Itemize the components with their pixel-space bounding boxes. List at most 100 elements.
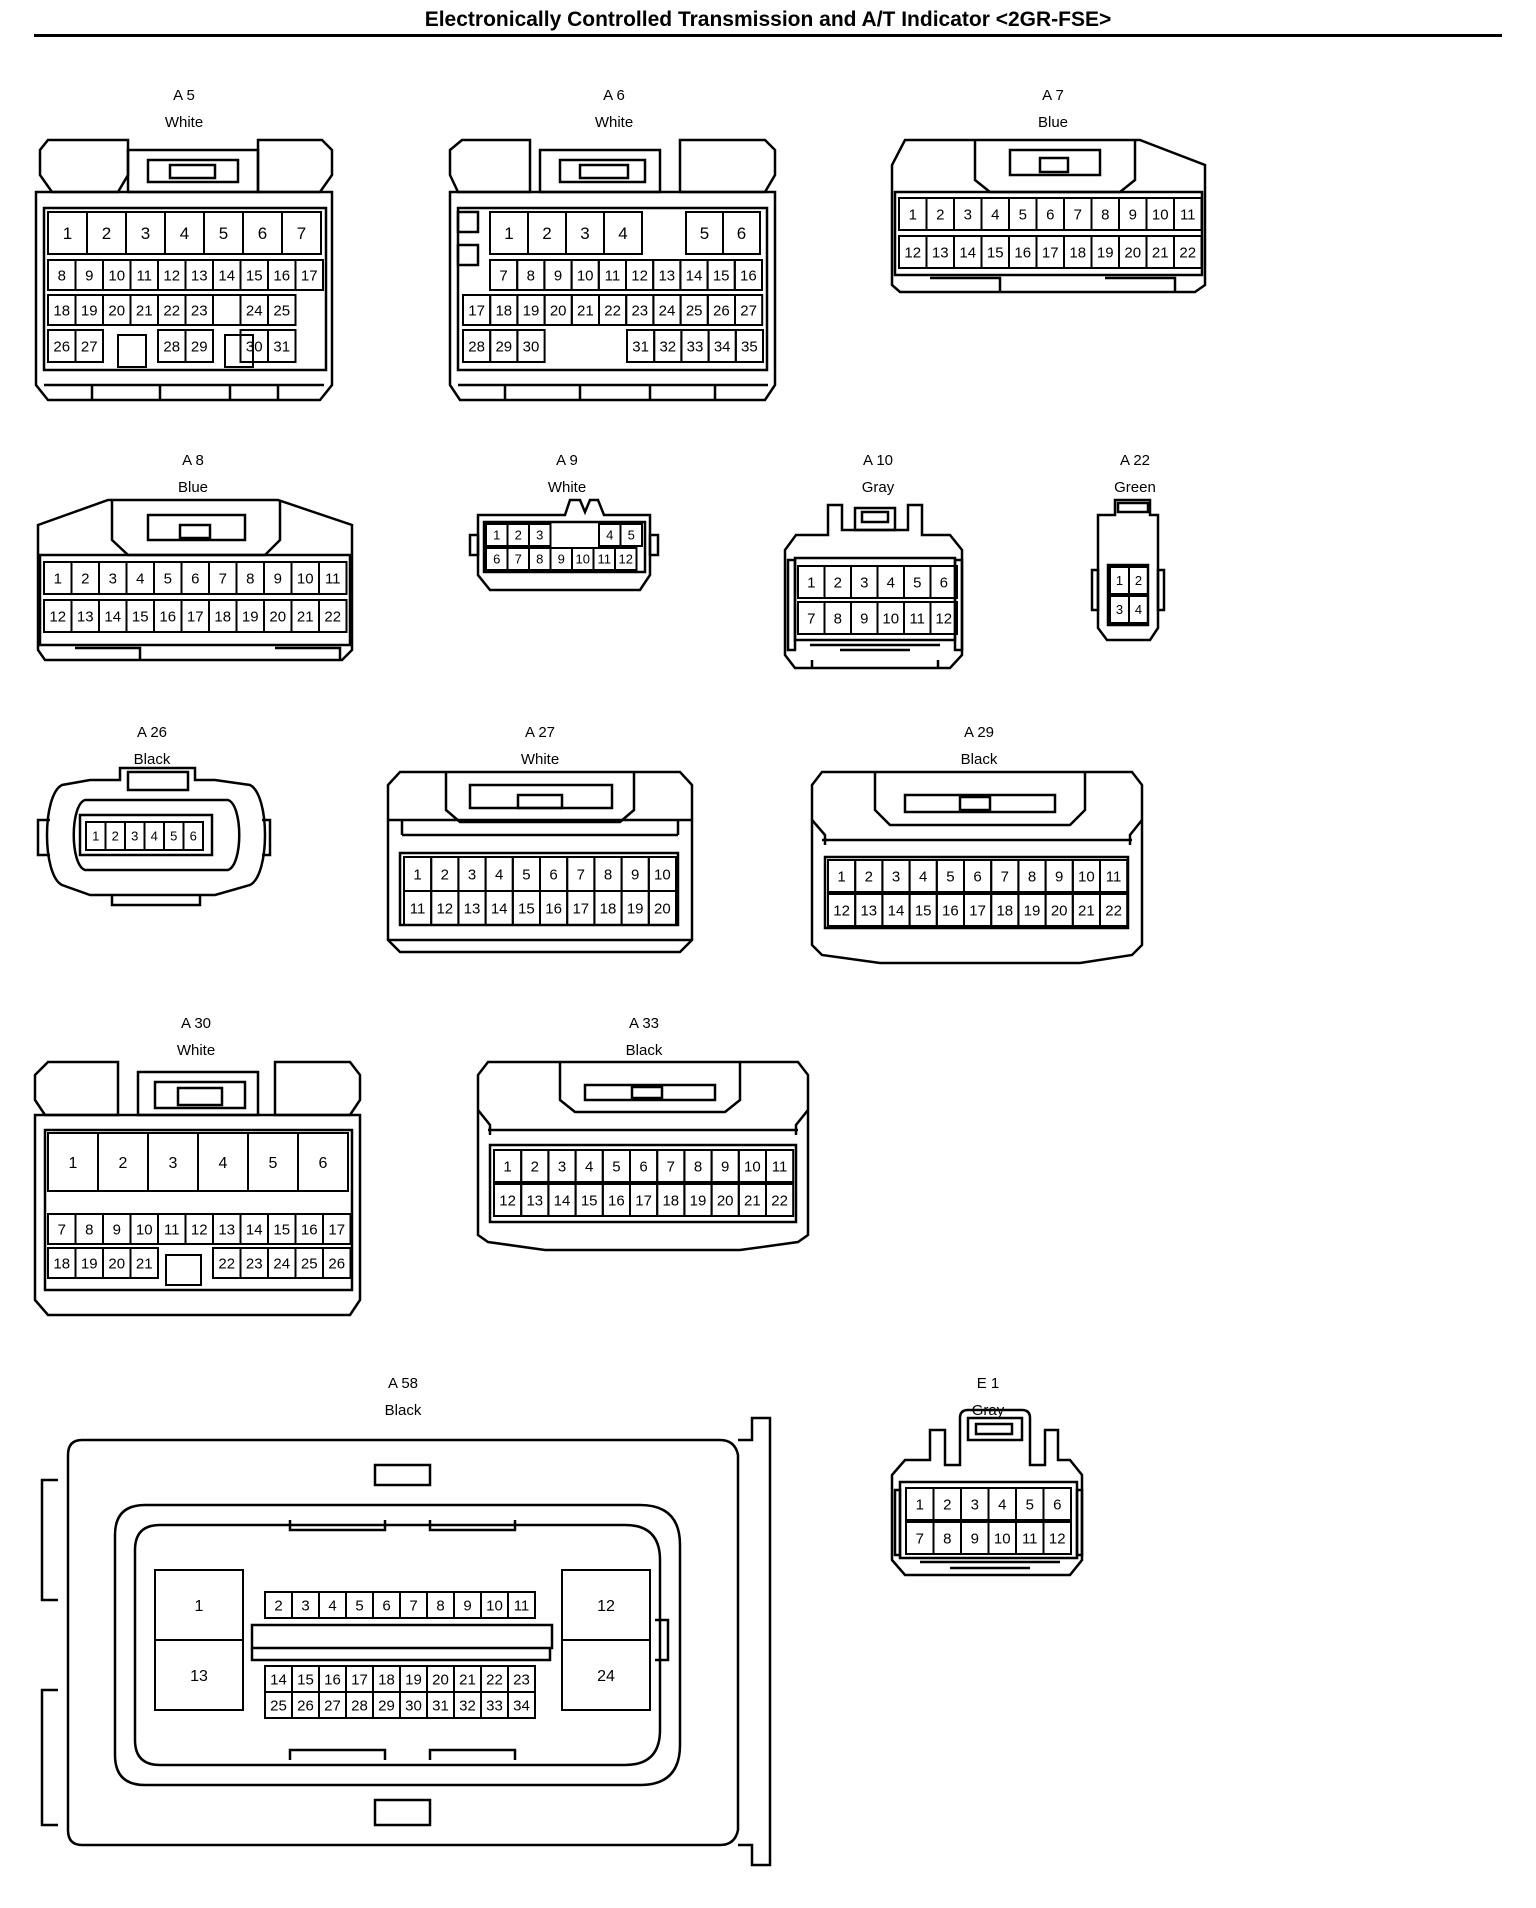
pin-number: 18 [662,1192,679,1209]
pin-number: 3 [580,224,589,243]
connector-a58 [40,1416,772,1867]
pin-number: 21 [136,1255,153,1272]
pin-cell [129,1247,159,1279]
pin-number: 3 [1116,602,1123,617]
pin-number: 32 [459,1697,476,1714]
connector-id: A 8 [182,452,204,469]
pin-number: 5 [700,224,709,243]
pin-number: 3 [860,574,868,591]
pin-number: 8 [834,610,842,627]
pin-cell [74,329,104,363]
pin-number: 14 [491,900,508,917]
connector-id: E 1 [976,1375,1000,1392]
pin-number: 4 [151,829,158,844]
pin-number: 11 [1106,868,1122,885]
pin-number: 31 [432,1697,449,1714]
pin-number: 16 [942,902,959,919]
connector-a29 [810,770,1144,965]
pin-number: 5 [269,1155,278,1172]
pin-cell [507,1591,536,1619]
pin-number: 29 [495,338,512,355]
pin-number: 14 [888,902,905,919]
connector-id: A 33 [628,1015,660,1032]
pin-number: 3 [892,868,900,885]
pin-number: 2 [936,206,944,223]
pin-number: 3 [301,1597,309,1614]
pin-number: 10 [576,552,590,567]
pin-number: 6 [493,552,500,567]
connector-color: White [164,114,204,131]
pin-number: 15 [987,244,1004,261]
pin-number: 6 [190,829,197,844]
connector-color: Black [625,1042,663,1059]
pin-number: 1 [807,574,815,591]
pin-number: 9 [463,1597,471,1614]
pin-number: 6 [973,868,981,885]
pin-number: 5 [164,570,172,587]
pin-cell [1173,235,1203,269]
pin-cell [154,1639,244,1711]
connector-a30 [33,1060,362,1317]
pin-number: 11 [605,267,621,284]
pin-number: 9 [631,866,639,883]
pin-number: 13 [218,1221,235,1238]
pin-number: 4 [585,1158,593,1175]
pin-number: 9 [1055,868,1063,885]
pin-number: 20 [432,1671,449,1688]
pin-number: 23 [631,302,648,319]
pin-number: 22 [324,608,341,625]
pin-number: 25 [686,302,703,319]
pin-number: 29 [191,338,208,355]
pin-cell [647,890,677,926]
pin-number: 7 [667,1158,675,1175]
connector-color: Black [960,751,998,768]
pin-number: 17 [1042,244,1059,261]
pin-number: 2 [531,1158,539,1175]
pin-number: 19 [81,1255,98,1272]
pin-number: 2 [943,1496,951,1513]
pin-number: 1 [493,528,500,543]
pin-number: 4 [1135,602,1142,617]
pin-number: 34 [513,1697,530,1714]
pin-number: 2 [1135,573,1142,588]
pin-number: 13 [191,267,208,284]
pin-number: 1 [413,866,421,883]
pin-number: 14 [104,608,121,625]
pin-number: 8 [604,866,612,883]
pin-number: 17 [468,302,485,319]
pin-number: 5 [1026,1496,1034,1513]
pin-number: 9 [1129,206,1137,223]
pin-number: 1 [92,829,99,844]
pin-number: 3 [468,866,476,883]
pin-number: 3 [964,206,972,223]
pin-number: 12 [597,1598,615,1615]
pin-cell [184,329,214,363]
pin-cell [929,565,958,599]
pin-number: 27 [324,1697,341,1714]
connector-label-a22: A 22 Green [1075,447,1195,501]
pin-number: 5 [219,224,228,243]
pin-number: 20 [108,1255,125,1272]
pin-number: 11 [598,552,612,567]
connector-id: A 6 [603,87,625,104]
pin-cell [1128,595,1149,624]
pin-number: 17 [969,902,986,919]
connector-label-a58: A 58 Black [343,1370,463,1424]
pin-number: 33 [687,338,704,355]
pin-number: 12 [499,1192,516,1209]
connector-color: Blue [1037,114,1069,131]
pin-number: 30 [523,338,540,355]
pin-number: 4 [219,1155,228,1172]
connector-id: A 58 [387,1375,419,1392]
pin-number: 8 [536,552,543,567]
connector-label-a8: A 8 Blue [133,447,253,501]
pin-number: 6 [737,224,746,243]
pin-number: 14 [686,267,703,284]
connector-label-a30: A 30 White [136,1010,256,1064]
page-title: Electronically Controlled Transmission a… [424,8,1112,31]
pin-number: 2 [102,224,111,243]
connector-e1 [890,1408,1084,1577]
pin-number: 5 [612,1158,620,1175]
pin-number: 5 [1019,206,1027,223]
pin-cell [318,599,348,633]
